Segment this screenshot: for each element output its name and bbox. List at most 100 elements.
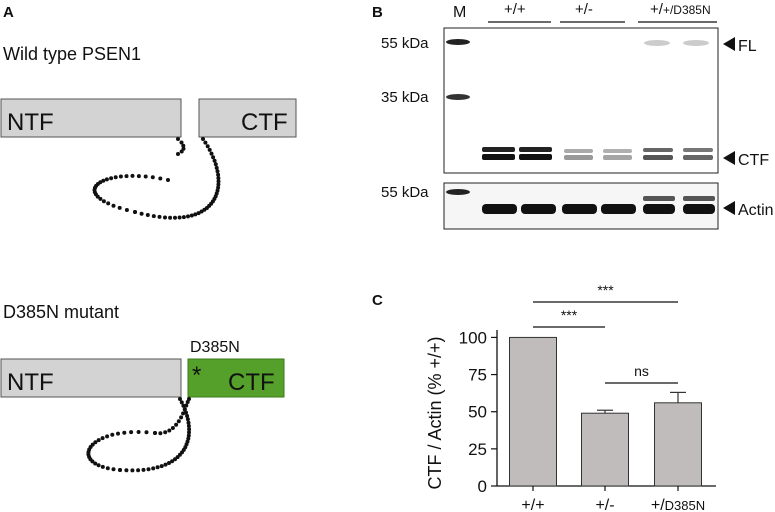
wt-loop-bead	[216, 176, 221, 181]
mut-loop-domain	[86, 397, 192, 473]
ladder-band-55-lower	[446, 189, 470, 195]
mut-loop-bead	[186, 433, 191, 438]
wt-loop-bead	[181, 143, 186, 148]
wt-loop-bead	[207, 147, 212, 152]
wild-type-title: Wild type PSEN1	[3, 44, 141, 64]
actin-label: Actin	[738, 202, 774, 219]
mut-loop-bead	[146, 467, 151, 472]
mut-loop-bead	[170, 426, 175, 430]
mut-loop-bead	[187, 427, 192, 432]
ctf-band-wt-1b	[482, 154, 515, 160]
ladder-band-55	[446, 39, 470, 45]
sig-label-2: ns	[634, 363, 649, 379]
wt-loop-bead	[213, 162, 218, 167]
wt-ctf-label: CTF	[241, 109, 288, 136]
bar-1	[581, 412, 629, 487]
mut-loop-bead	[96, 438, 101, 443]
mut-loop-bead	[153, 431, 157, 435]
marker-55-upper: 55 kDa	[381, 35, 429, 52]
mutation-marker: *	[192, 362, 201, 389]
y-tick-label: 50	[468, 403, 487, 422]
wt-loop-bead	[143, 174, 148, 179]
wt-loop-bead	[216, 185, 221, 190]
wt-loop-bead	[124, 174, 129, 179]
wt-loop-domain	[92, 137, 221, 220]
mut-loop-bead	[186, 436, 191, 441]
wt-loop-bead	[215, 169, 220, 174]
wt-loop-bead	[101, 199, 106, 204]
mut-loop-bead	[186, 420, 191, 425]
ctf-band-wt-1a	[482, 147, 515, 152]
wt-loop-bead	[130, 173, 135, 178]
mut-loop-bead	[100, 464, 105, 469]
actin-band-6	[683, 204, 715, 214]
wt-ntf-label: NTF	[7, 109, 54, 136]
mut-loop-bead	[110, 432, 115, 437]
wt-loop-bead	[106, 201, 111, 206]
chart-ylabel: CTF / Actin (% +/+)	[425, 336, 445, 489]
actin-band-1	[482, 204, 517, 214]
wt-ntf-box	[0, 98, 182, 138]
wt-loop-bead	[216, 182, 221, 187]
wt-loop-bead	[168, 215, 173, 220]
wt-loop-bead	[109, 176, 114, 181]
fl-band-mut-1	[644, 40, 670, 46]
group-label-mut: +/+/D385N	[650, 1, 711, 18]
marker-55-lower: 55 kDa	[381, 184, 429, 201]
wt-loop-bead	[176, 152, 180, 156]
mut-loop-bead	[163, 462, 168, 467]
wt-loop-bead	[166, 178, 170, 182]
mut-loop-bead	[167, 428, 172, 433]
ctf-band-het-1b	[564, 155, 593, 160]
y-tick-label: 0	[478, 477, 487, 496]
wt-loop-bead	[104, 177, 109, 182]
wt-loop-bead	[205, 144, 210, 149]
wt-loop-bead	[214, 165, 219, 170]
sig-label-0: ***	[597, 282, 614, 298]
wt-loop-bead	[193, 212, 198, 217]
mut-loop-bead	[90, 442, 95, 447]
mut-loop-bead	[124, 468, 129, 473]
mut-loop-bead	[144, 430, 149, 435]
panel-a-label: A	[3, 4, 14, 21]
fl-label: FL	[738, 38, 757, 55]
mut-ntf-label: NTF	[7, 369, 54, 396]
wt-loop-bead	[176, 137, 180, 141]
wt-loop-bead	[150, 175, 155, 180]
mut-loop-bead	[181, 403, 186, 408]
actin-upper-band-5	[643, 196, 675, 201]
panel-c-label: C	[372, 292, 383, 309]
ctf-band-wt-2a	[519, 147, 552, 152]
actin-band-3	[562, 204, 597, 214]
wt-loop-bead	[151, 214, 156, 219]
wt-loop-bead	[111, 203, 116, 208]
mut-loop-bead	[136, 430, 141, 434]
mut-loop-bead	[158, 431, 163, 436]
mut-loop-bead	[105, 466, 110, 471]
bar-0	[509, 336, 557, 487]
wt-loop-bead	[113, 175, 118, 180]
mut-loop-bead	[159, 464, 164, 469]
mut-loop-bead	[186, 424, 191, 428]
wt-loop-bead	[98, 180, 103, 185]
wt-loop-bead	[189, 213, 194, 218]
ctf-band-mut-2a	[683, 148, 713, 152]
ctf-band-wt-2b	[519, 154, 552, 160]
wt-loop-bead	[158, 176, 163, 181]
mut-loop-bead	[136, 468, 141, 473]
mut-loop-bead	[185, 414, 190, 418]
mut-loop-bead	[122, 430, 127, 435]
wt-loop-bead	[139, 211, 144, 216]
actin-upper-band-6	[683, 196, 715, 201]
mut-loop-bead	[141, 467, 146, 472]
mut-loop-bead	[155, 465, 160, 470]
arrow-fl	[723, 37, 735, 51]
mut-loop-bead	[182, 407, 187, 412]
mut-loop-bead	[179, 415, 184, 420]
ladder-band-35	[446, 94, 470, 100]
wt-loop-bead	[201, 137, 205, 141]
mut-loop-bead	[187, 397, 191, 401]
marker-35-upper: 35 kDa	[381, 89, 429, 106]
arrow-ctf	[723, 151, 735, 165]
